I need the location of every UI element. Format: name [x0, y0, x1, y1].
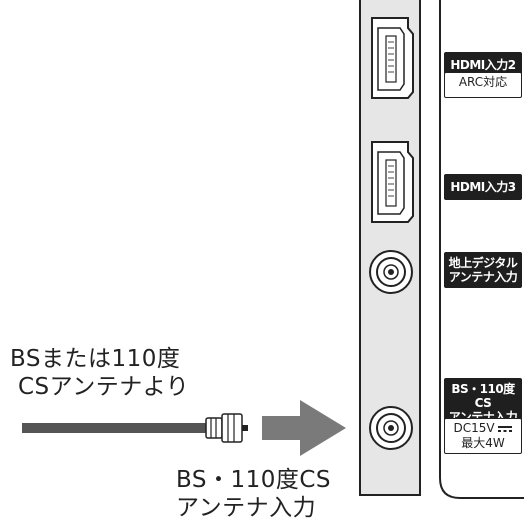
- caption-target-line2: アンテナ入力: [176, 495, 317, 521]
- label-bs-cs-voltage: DC15V: [453, 421, 495, 435]
- label-bs-cs-power-line2: 最大4W: [461, 436, 505, 450]
- label-hdmi3-text: HDMI入力3: [450, 180, 516, 194]
- caption-antenna-input: BS・110度CS アンテナ入力: [176, 466, 331, 522]
- label-hdmi3: HDMI入力3: [444, 174, 522, 200]
- dc-symbol-icon: [498, 425, 513, 432]
- tv-body-edge: [439, 0, 524, 499]
- label-bs-cs-power: DC15V 最大4W: [444, 418, 522, 454]
- label-terrestrial: 地上デジタル アンテナ入力: [444, 252, 522, 288]
- hdmi-port-2: [371, 17, 414, 99]
- caption-target-line1: BS・110度CS: [176, 467, 332, 493]
- label-bs-cs-line1: BS・110度CS: [451, 382, 515, 410]
- label-hdmi2-arc-text: ARC対応: [458, 75, 508, 89]
- terrestrial-antenna-jack: [369, 250, 413, 294]
- caption-source-line2: CSアンテナより: [18, 374, 190, 400]
- antenna-cable: [22, 413, 248, 443]
- caption-antenna-source: BSまたは110度 CSアンテナより: [10, 345, 189, 401]
- label-hdmi2-text: HDMI入力2: [450, 58, 516, 72]
- caption-source-line1: BSまたは110度: [10, 346, 181, 372]
- label-terrestrial-line2: アンテナ入力: [448, 270, 518, 284]
- label-bs-cs-power-line1: DC15V: [445, 421, 521, 436]
- hdmi-port-3: [371, 141, 414, 223]
- label-terrestrial-line1: 地上デジタル: [448, 256, 518, 270]
- bs-cs-antenna-jack: [369, 406, 413, 450]
- label-hdmi2-arc: ARC対応: [444, 72, 522, 98]
- connect-arrow: [262, 400, 346, 456]
